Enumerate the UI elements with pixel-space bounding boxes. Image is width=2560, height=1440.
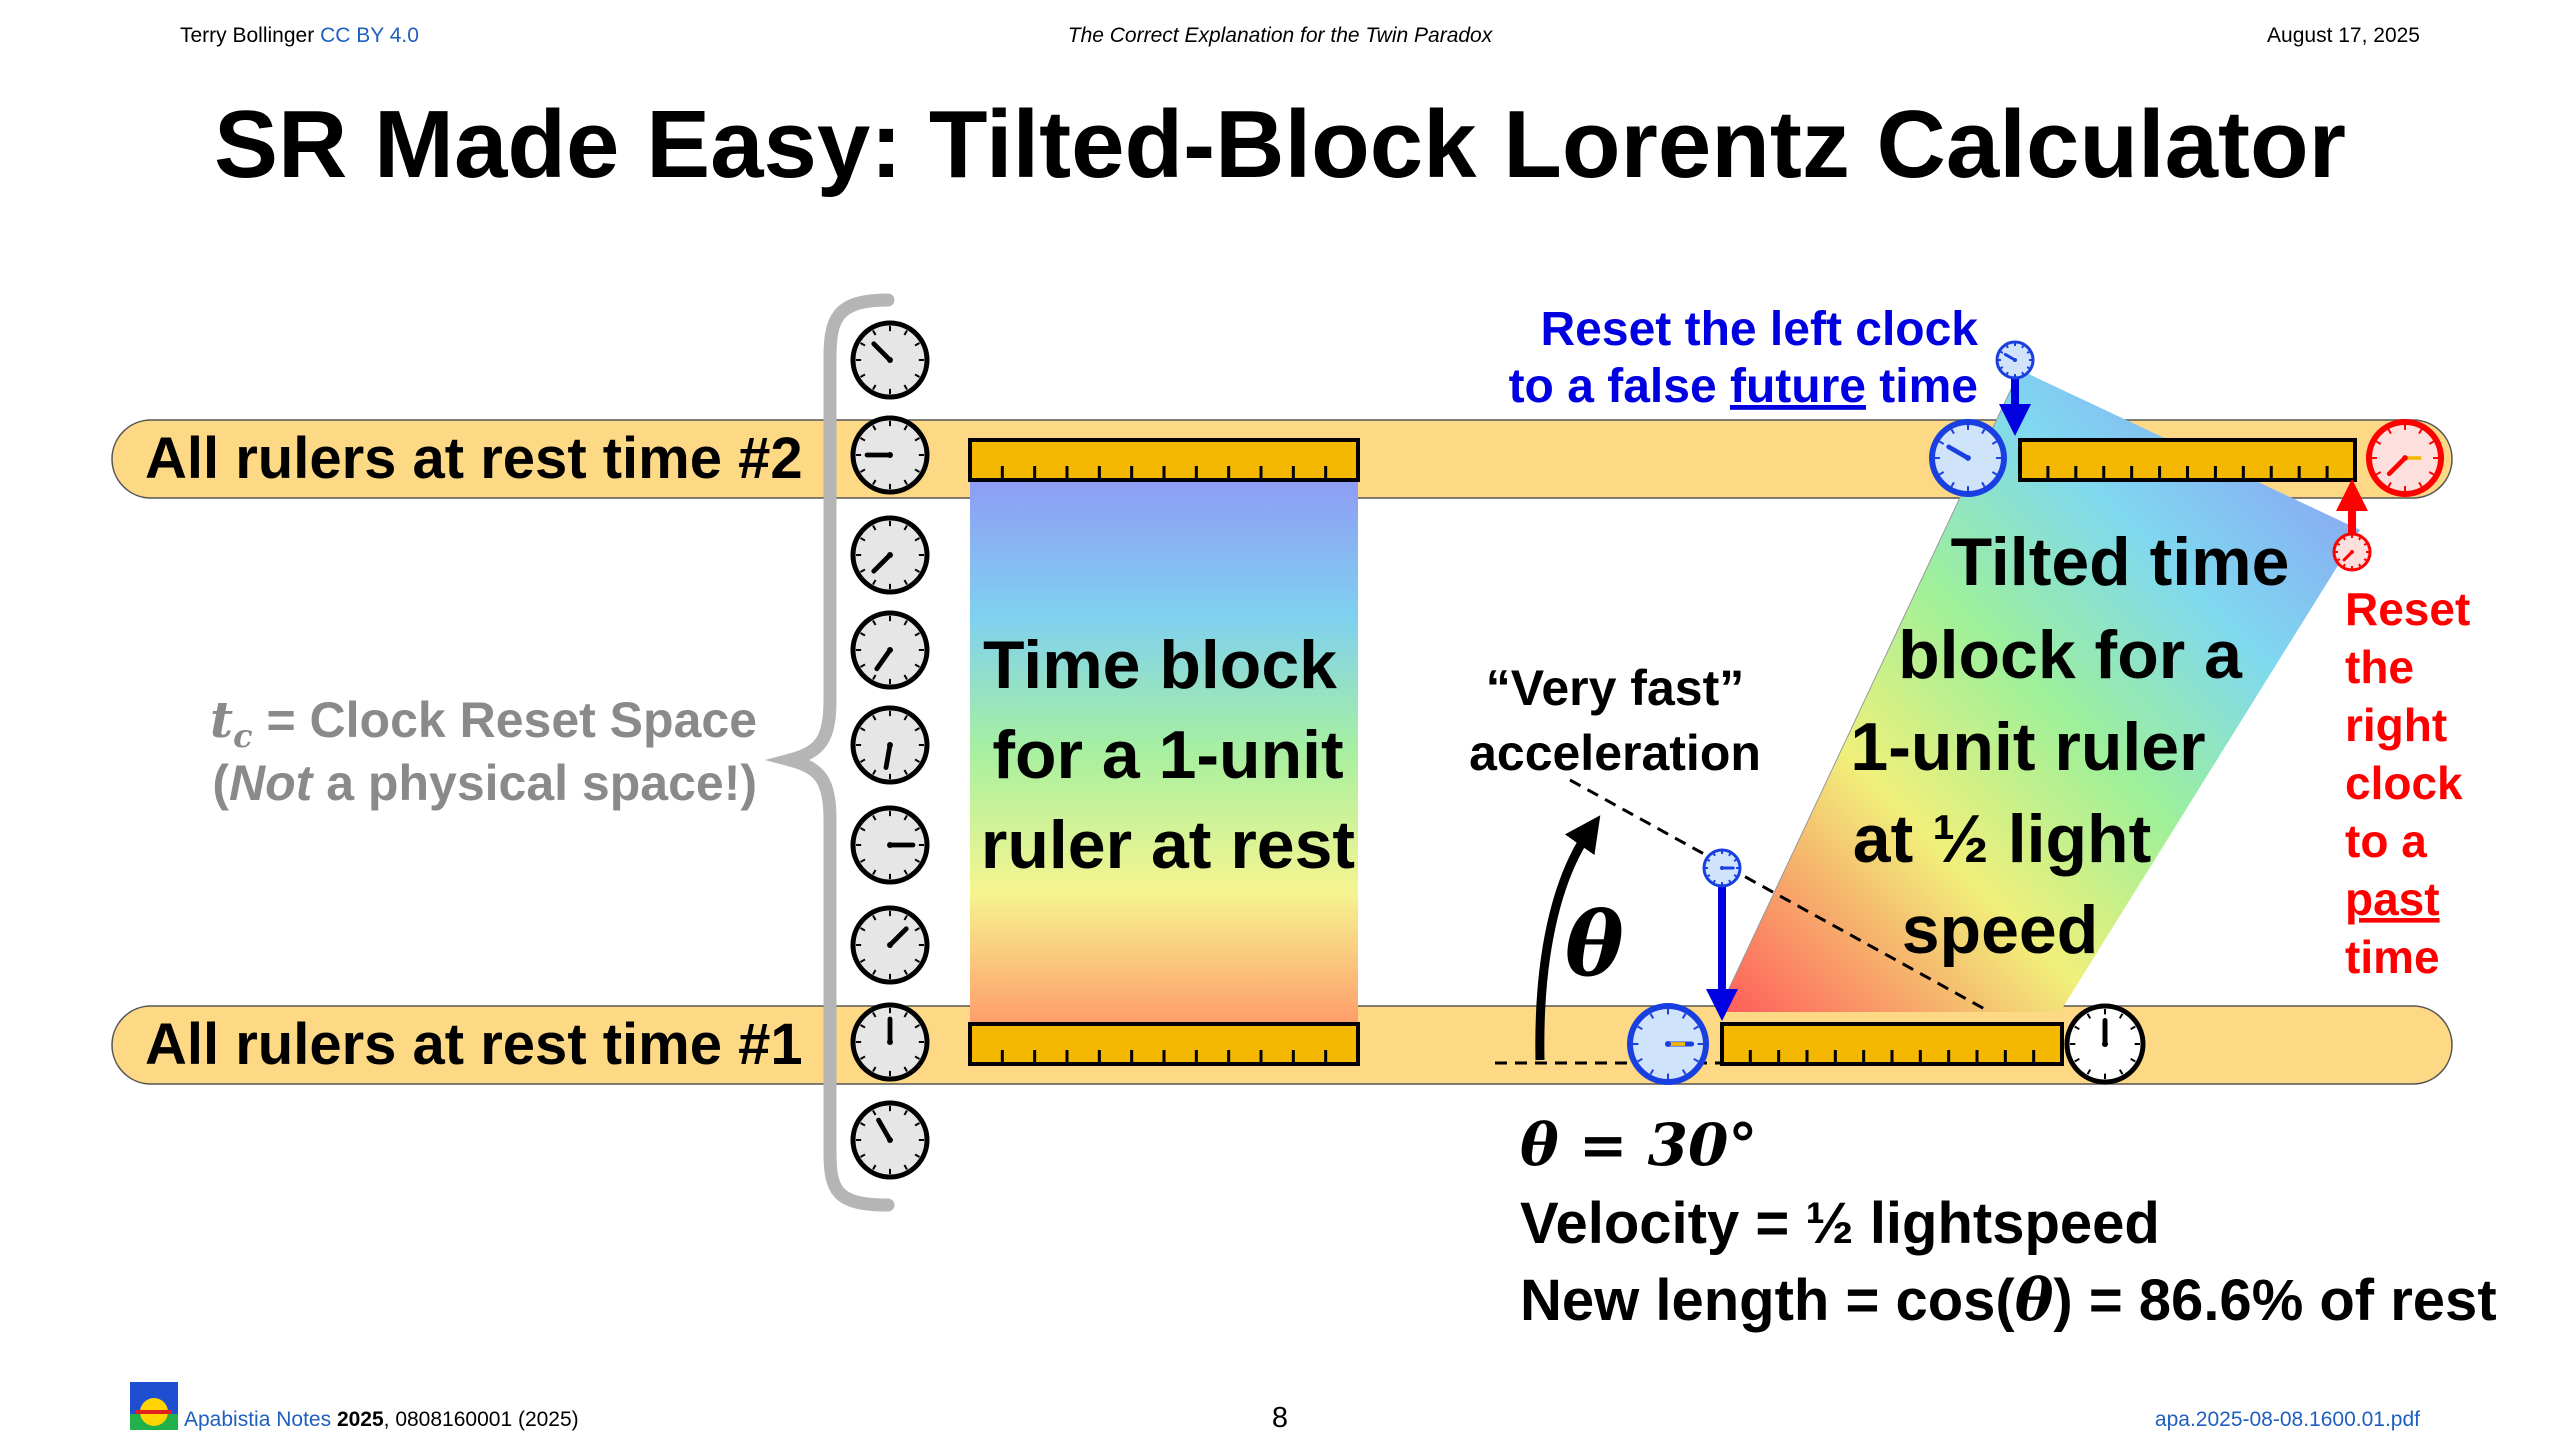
clock-icon [850, 320, 930, 400]
ruler-rest-bottom [968, 1022, 1360, 1066]
ruler-moving-top [2018, 438, 2357, 482]
series-link[interactable]: Apabistia Notes [184, 1408, 332, 1431]
clock-icon-left-reset-small [1702, 848, 1742, 888]
footer-id: , 0808160001 (2025) [383, 1408, 579, 1431]
ruler-moving-bottom [1720, 1022, 2064, 1066]
clock-icon-right-rest [2064, 1003, 2146, 1085]
rest-block-line-2: for a 1-unit [992, 717, 1343, 793]
clock-space-brace [764, 293, 895, 1212]
clock-icon [850, 905, 930, 985]
clock-icon [850, 1002, 930, 1082]
tilted-block-line-2: block for a [1898, 617, 2243, 693]
clock-icon [850, 415, 930, 495]
clock-icon-right-past-small [2332, 532, 2372, 572]
tilted-block-line-3: 1-unit ruler [1850, 709, 2205, 785]
tilted-time-block [1718, 370, 2360, 1012]
clock-icon [850, 515, 930, 595]
theta-arc-arrow [1535, 815, 1601, 1061]
clock-space-label-line-2: (Not a physical space!) [212, 755, 757, 811]
right-reset-line-2: the [2345, 641, 2414, 693]
right-reset-line-7: time [2345, 931, 2440, 983]
right-reset-line-6: past [2345, 873, 2440, 925]
band-bottom-label: All rulers at rest time #1 [145, 1012, 803, 1077]
right-reset-line-5: to a [2345, 815, 2427, 867]
page-number: 8 [1271, 1402, 1289, 1434]
rest-block-line-3: ruler at rest [981, 807, 1355, 883]
tilted-block-line-4: at ½ light [1853, 801, 2151, 877]
theta-symbol: θ [1565, 892, 1624, 996]
author-name: Terry Bollinger [180, 24, 315, 47]
rest-time-block [970, 478, 1358, 1028]
clock-icon-left-future [1929, 419, 2007, 497]
accel-line-1: “Very fast” [1486, 660, 1744, 716]
velocity-text: Velocity = ½ lightspeed [1520, 1191, 2160, 1256]
page-title: SR Made Easy: Tilted-Block Lorentz Calcu… [213, 91, 2346, 198]
clock-icon-right-past [2366, 419, 2444, 497]
right-reset-line-4: clock [2345, 757, 2463, 809]
clock-icon [850, 805, 930, 885]
clock-icon-left-reset [1627, 1003, 1709, 1085]
header-doc-title: The Correct Explanation for the Twin Par… [1067, 24, 1493, 47]
header-author: Terry Bollinger CC BY 4.0 [180, 24, 419, 48]
footer-citation: Apabistia Notes 2025, 0808160001 (2025) [184, 1408, 579, 1432]
right-reset-line-1: Reset [2345, 583, 2470, 635]
left-reset-line-2: to a false future time [1509, 360, 1978, 413]
tilted-block-line-1: Tilted time [1951, 524, 2290, 600]
apabistia-logo [130, 1382, 178, 1430]
tilted-block-line-5: speed [1902, 892, 2099, 968]
clock-icon [850, 610, 930, 690]
right-reset-line-3: right [2345, 699, 2447, 751]
footer-year: 2025 [336, 1408, 384, 1431]
ruler-rest-top [968, 438, 1360, 482]
footer-filename[interactable]: apa.2025-08-08.1600.01.pdf [2154, 1408, 2420, 1431]
angle-equation: θ = 30° [1520, 1111, 1757, 1179]
length-text: New length = cos(θ) = 86.6% of rest [1520, 1266, 2497, 1334]
accel-line-2: acceleration [1469, 725, 1761, 781]
band-top-label: All rulers at rest time #2 [145, 426, 803, 491]
clock-icon [850, 1100, 930, 1180]
clock-icon [850, 705, 930, 785]
clock-space-label-line-1: tc = Clock Reset Space [210, 690, 757, 755]
header-date: August 17, 2025 [2267, 24, 2420, 47]
left-reset-line-1: Reset the left clock [1541, 303, 1979, 356]
license-link[interactable]: CC BY 4.0 [320, 24, 419, 47]
rest-block-line-1: Time block [983, 627, 1337, 703]
clock-icon-left-future-small [1995, 340, 2035, 380]
